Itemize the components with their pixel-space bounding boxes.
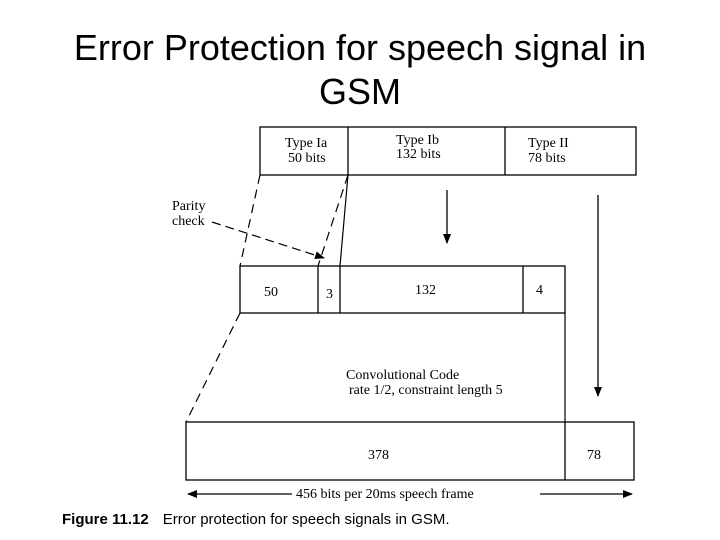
frame-length-label: 456 bits per 20ms speech frame bbox=[296, 487, 474, 502]
output-frame-box bbox=[185, 421, 635, 481]
output-seg-78: 78 bbox=[587, 448, 601, 463]
page-title: Error Protection for speech signal in GS… bbox=[0, 26, 720, 114]
input-frame: Type Ia 50 bits Type Ib 132 bits Type II… bbox=[259, 126, 637, 176]
dashed-left-second bbox=[339, 174, 349, 267]
title-line-1: Error Protection for speech signal in bbox=[73, 27, 647, 68]
type-ib-name: Type Ib bbox=[396, 133, 439, 148]
type-ib-bits: 132 bits bbox=[396, 147, 441, 162]
figure-number: Figure 11.12 bbox=[62, 511, 149, 528]
middle-seg-132: 132 bbox=[415, 283, 436, 298]
input-frame-box bbox=[259, 126, 637, 176]
output-frame: 378 78 bbox=[185, 421, 635, 481]
middle-frame-box bbox=[239, 265, 566, 314]
conv-code-line-2: rate 1/2, constraint length 5 bbox=[349, 383, 503, 398]
middle-seg-3: 3 bbox=[326, 287, 333, 302]
middle-seg-50: 50 bbox=[264, 285, 278, 300]
parity-label-line-2: check bbox=[172, 214, 205, 229]
type-ii-name: Type II bbox=[528, 136, 569, 151]
title-line-2: GSM bbox=[318, 71, 401, 112]
dashed-lower-left bbox=[185, 312, 241, 423]
conv-code-line-1: Convolutional Code bbox=[346, 368, 459, 383]
parity-label-line-1: Parity bbox=[172, 199, 205, 214]
type-ii-bits: 78 bits bbox=[528, 151, 566, 166]
frame-length-label-bg bbox=[292, 484, 540, 502]
middle-seg-4: 4 bbox=[536, 283, 543, 298]
dashed-left-inner bbox=[317, 174, 349, 267]
figure-caption-text: Error protection for speech signals in G… bbox=[162, 511, 450, 528]
output-seg-378: 378 bbox=[368, 448, 389, 463]
figure-caption: Figure 11.12 Error protection for speech … bbox=[62, 511, 450, 528]
parity-arrow bbox=[211, 221, 325, 260]
dashed-left-outer bbox=[239, 174, 261, 267]
type-ia-name: Type Ia bbox=[285, 136, 328, 151]
type-ia-bits: 50 bits bbox=[288, 151, 326, 166]
middle-frame: 50 3 132 4 bbox=[239, 265, 566, 314]
